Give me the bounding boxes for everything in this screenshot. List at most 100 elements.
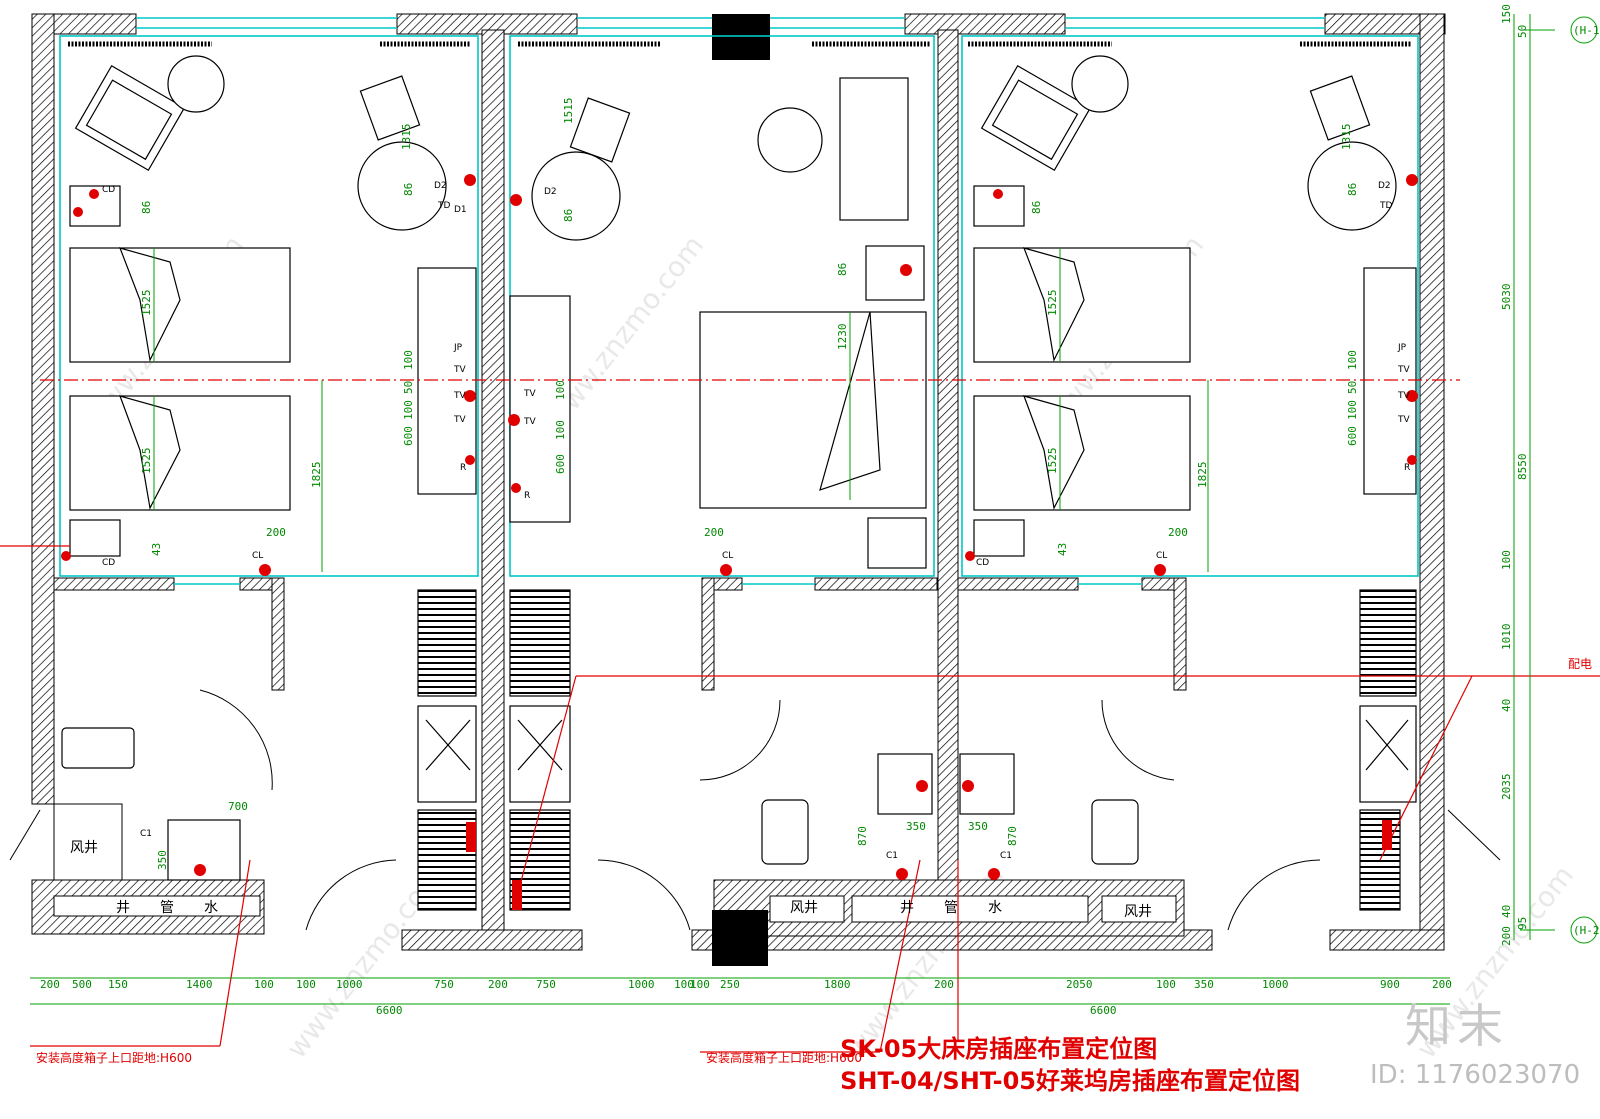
pipe-well-char-3: 水 [204, 900, 218, 916]
dim-total: 6600 [376, 1004, 403, 1017]
dim-86-e: 86 [1030, 201, 1043, 214]
dim-1230: 1230 [836, 324, 849, 351]
grid-axes: (H-1) (H-2) [1570, 16, 1600, 944]
tag-tv-6: TV [1397, 365, 1410, 375]
tag-c1-3: C1 [1000, 851, 1012, 861]
dim-1525-b: 1525 [140, 448, 153, 475]
socket-marker [61, 551, 71, 561]
dim-86-a: 86 [140, 201, 153, 214]
dim-bottom-right: 2050 [1066, 978, 1093, 991]
socket-marker [73, 207, 83, 217]
dim-right: 8550 [1516, 454, 1529, 481]
electric-lines [0, 379, 1600, 1053]
drawing-title-line-1: SK-05大床房插座布置定位图 [840, 1035, 1158, 1063]
socket-marker [465, 455, 475, 465]
socket-marker [900, 264, 912, 276]
dim-350-b: 350 [968, 820, 988, 833]
walls [31, 13, 1446, 966]
dimension-lines [30, 14, 1555, 1005]
tag-td: TD [437, 201, 450, 211]
dim-bottom-left: 1000 [628, 978, 655, 991]
dim-bottom-right: 1800 [824, 978, 851, 991]
dim-bottom-left: 1000 [336, 978, 363, 991]
socket-marker [965, 551, 975, 561]
dim-bottom-left: 200 [40, 978, 60, 991]
tag-tv-4: TV [523, 389, 536, 399]
dim-86-b: 86 [402, 183, 415, 196]
tag-r-2: R [524, 491, 530, 501]
dim-bottom-right: 250 [720, 978, 740, 991]
dim-1525-a: 1525 [140, 290, 153, 317]
dim-100-d: 100 [554, 420, 567, 440]
socket-marker [259, 564, 271, 576]
dim-bottom-right: 100 [1156, 978, 1176, 991]
dim-bottom-left: 100 [254, 978, 274, 991]
dim-600-c: 600 [1346, 426, 1359, 446]
furniture [61, 55, 1417, 911]
socket-marker [1406, 174, 1418, 186]
socket-box [1382, 820, 1392, 850]
dim-86-c: 86 [562, 209, 575, 222]
dim-350: 350 [906, 820, 926, 833]
dim-600: 600 [402, 426, 415, 446]
tag-tv-7: TV [1397, 391, 1410, 401]
socket-markers [61, 174, 1418, 910]
dim-bottom-left: 1400 [186, 978, 213, 991]
dim-870-b: 870 [1006, 826, 1019, 846]
dim-86-f: 86 [1346, 183, 1359, 196]
dim-1315-2: 1315 [1340, 124, 1353, 151]
pipe-well-char-2: 管 [160, 900, 174, 916]
dim-200-c: 200 [1168, 526, 1188, 539]
install-height-note-2: 安装高度箱子上口距地:H600 [706, 1050, 862, 1065]
dim-50: 50 [402, 381, 415, 394]
dim-350-c: 350 [156, 850, 169, 870]
tag-tv-2: TV [453, 391, 466, 401]
tag-td-2: TD [1379, 201, 1392, 211]
notes: 安装高度箱子上口距地:H600 安装高度箱子上口距地:H600 配电 [36, 657, 1592, 1065]
tag-d2-3: D2 [1378, 181, 1391, 191]
socket-box [466, 822, 476, 852]
windows [59, 17, 1419, 585]
install-height-note-1: 安装高度箱子上口距地:H600 [36, 1050, 192, 1065]
tag-c1: C1 [140, 829, 152, 839]
socket-marker [720, 564, 732, 576]
dim-right: 100 [1500, 550, 1513, 570]
socket-marker [993, 189, 1003, 199]
drawing-title-block: SK-05大床房插座布置定位图 SHT-04/SHT-05好莱坞房插座布置定位图 [840, 1033, 1300, 1097]
tag-tv-8: TV [1397, 415, 1410, 425]
dim-100-e: 100 [1346, 350, 1359, 370]
socket-marker [194, 864, 206, 876]
dim-bottom-left: 500 [72, 978, 92, 991]
dimension-text-interior: 1315 1315 1515 86 86 86 86 86 86 1525 15… [140, 98, 1359, 871]
tag-cd-3: CD [976, 558, 989, 568]
tag-cd-2: CD [102, 558, 115, 568]
air-shaft-label-2: 风井 [790, 900, 818, 916]
dim-600-b: 600 [554, 454, 567, 474]
dim-bottom-left: 750 [536, 978, 556, 991]
pipe-well-char-1: 井 [116, 900, 130, 916]
dim-43-2: 43 [1056, 543, 1069, 556]
dim-700: 700 [228, 800, 248, 813]
air-shaft-label-1: 风井 [70, 840, 98, 856]
electrical-note: 配电 [1568, 657, 1592, 671]
socket-marker [89, 189, 99, 199]
watermark-logo: 知末 [1405, 999, 1509, 1053]
tag-jp-2: JP [1397, 343, 1407, 353]
dim-right: 2035 [1500, 774, 1513, 801]
socket-marker [511, 483, 521, 493]
tag-d2-2: D2 [544, 187, 557, 197]
tag-cl: CL [252, 551, 263, 561]
tag-tv-3: TV [453, 415, 466, 425]
dim-100: 100 [402, 350, 415, 370]
dim-right: 50 [1516, 25, 1529, 38]
pipe-well-char-6: 水 [988, 900, 1002, 916]
socket-marker [510, 194, 522, 206]
axis-h1: (H-1) [1573, 24, 1600, 37]
dim-right: 1010 [1500, 624, 1513, 651]
socket-marker [988, 868, 1000, 880]
dim-bottom-right: 900 [1380, 978, 1400, 991]
socket-marker [1154, 564, 1166, 576]
dim-1825-2: 1825 [1196, 462, 1209, 489]
